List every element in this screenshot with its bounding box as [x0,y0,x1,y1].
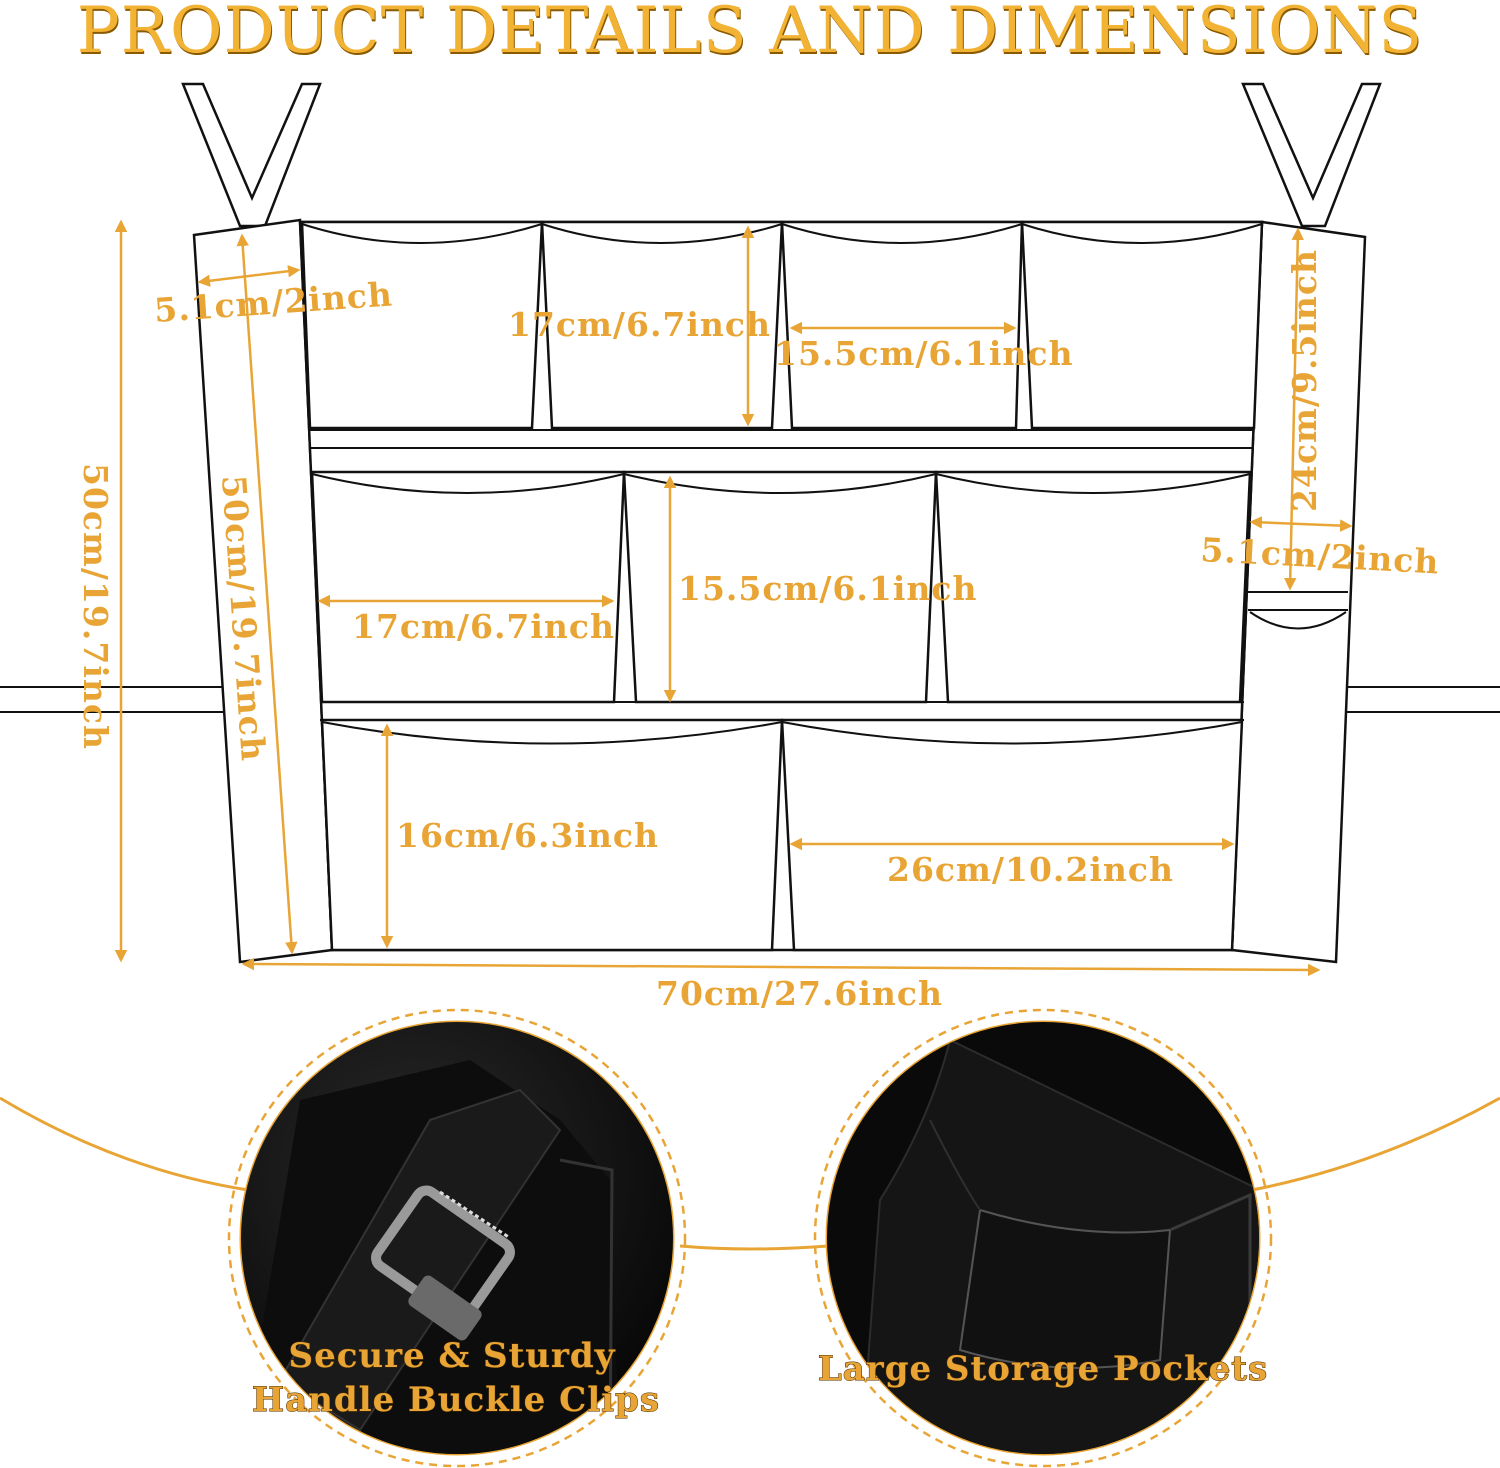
detail-buckle-circle [227,1008,687,1468]
page-title: PRODUCT DETAILS AND DIMENSIONS [76,0,1424,68]
arrow-side-strip-left [197,265,301,287]
detail-captions: Secure & Sturdy Handle Buckle Clips Larg… [252,1336,1268,1421]
caption-pockets: Large Storage Pockets [818,1349,1268,1389]
dimension-arrows [114,219,1353,977]
label-overall-height-outer: 50cm/19.7inch [76,463,115,750]
label-bottom-pocket-height: 16cm/6.3inch [396,816,659,855]
connector-swoosh [0,1096,1500,1251]
label-middle-pocket-width: 17cm/6.7inch [352,607,615,646]
arrow-overall-width [241,957,1321,977]
label-top-pocket-height: 17cm/6.7inch [508,305,771,344]
caption-buckle-line1: Secure & Sturdy [289,1336,616,1376]
arrow-overall-height-inner [236,233,298,955]
label-right-strip-height: 24cm/9.5inch [1285,249,1324,512]
strap-left [181,82,322,228]
label-middle-pocket-height: 15.5cm/6.1inch [678,569,977,608]
detail-pocket-circle [813,1008,1273,1468]
label-top-pocket-width: 15.5cm/6.1inch [774,334,1073,373]
dimension-labels: 5.1cm/2inch 17cm/6.7inch 15.5cm/6.1inch … [76,249,1440,1013]
caption-buckle-line2: Handle Buckle Clips [252,1380,660,1420]
label-overall-width: 70cm/27.6inch [656,974,943,1013]
label-bottom-pocket-width: 26cm/10.2inch [887,850,1174,889]
headrest-bar [0,686,1500,713]
pocket-row-bottom [320,718,1244,952]
strap-right [1241,82,1382,228]
arrow-side-strip-right [1249,516,1353,532]
pocket-row-middle [310,470,1252,704]
side-strip-right [1230,220,1367,964]
